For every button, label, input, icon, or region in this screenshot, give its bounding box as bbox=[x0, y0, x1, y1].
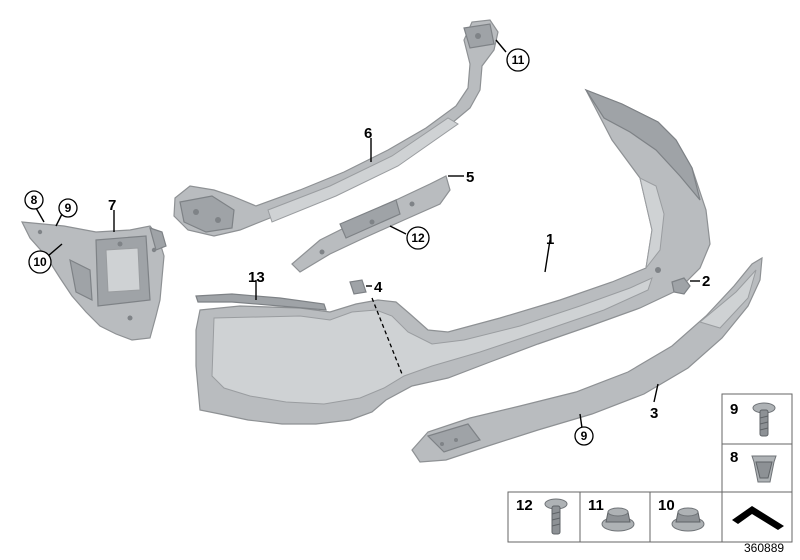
callout-11: 11 bbox=[512, 53, 525, 67]
callout-12: 12 bbox=[411, 231, 425, 245]
hardware-box-8[interactable]: 8 bbox=[721, 443, 793, 493]
hardware-box-9[interactable]: 9 bbox=[721, 393, 793, 445]
part-13-trim-strip[interactable] bbox=[195, 293, 327, 311]
callout-11-ring bbox=[506, 48, 530, 72]
callout-6: 6 bbox=[364, 125, 372, 142]
hardware-box-11[interactable]: 11 bbox=[579, 491, 651, 543]
callout-9-ring bbox=[58, 198, 78, 218]
hardware-box-12[interactable]: 12 bbox=[507, 491, 581, 543]
callout-5: 5 bbox=[466, 169, 474, 186]
callout-10-ring bbox=[28, 250, 52, 274]
box-10-label: 10 bbox=[658, 497, 675, 514]
callout-9b: 9 bbox=[581, 429, 588, 443]
callout-8-ring bbox=[24, 190, 44, 210]
part-7-left-bracket[interactable] bbox=[20, 221, 167, 341]
callout-10: 10 bbox=[33, 255, 47, 269]
part-2-small-bracket[interactable] bbox=[671, 277, 691, 295]
callout-9b-ring bbox=[574, 426, 594, 446]
callout-labels: 1 2 3 4 5 6 7 13 8 9 10 11 12 9 bbox=[24, 48, 710, 446]
callout-9: 9 bbox=[65, 201, 72, 215]
part-3-diffuser[interactable] bbox=[411, 256, 763, 463]
screw-12-icon bbox=[544, 498, 568, 535]
callout-12-ring bbox=[406, 226, 430, 250]
callout-3: 3 bbox=[650, 405, 658, 422]
part-1-bumper-panel[interactable] bbox=[195, 88, 711, 425]
bracket-symbol-icon bbox=[732, 506, 784, 530]
flange-nut-10-icon bbox=[671, 507, 705, 532]
box-9-label: 9 bbox=[730, 401, 738, 418]
callout-4: 4 bbox=[374, 279, 383, 296]
hardware-box-symbol bbox=[721, 491, 793, 543]
callout-1: 1 bbox=[546, 231, 554, 248]
callout-2: 2 bbox=[702, 273, 710, 290]
hardware-box-10[interactable]: 10 bbox=[649, 491, 723, 543]
part-4-clip[interactable] bbox=[349, 279, 367, 295]
flange-nut-11-icon bbox=[601, 507, 635, 532]
callout-8: 8 bbox=[31, 193, 38, 207]
screw-9-icon bbox=[752, 402, 776, 437]
box-8-label: 8 bbox=[730, 449, 738, 466]
part-5-lower-carrier[interactable] bbox=[291, 175, 451, 273]
part-6-upper-beam[interactable] bbox=[173, 19, 499, 237]
diagram-number: 360889 bbox=[744, 541, 784, 555]
leader-lines bbox=[35, 39, 700, 429]
box-12-label: 12 bbox=[516, 497, 533, 514]
callout-7: 7 bbox=[108, 197, 116, 214]
clip-nut-8-icon bbox=[751, 455, 777, 483]
callout-13: 13 bbox=[248, 269, 265, 286]
box-11-label: 11 bbox=[588, 497, 604, 514]
